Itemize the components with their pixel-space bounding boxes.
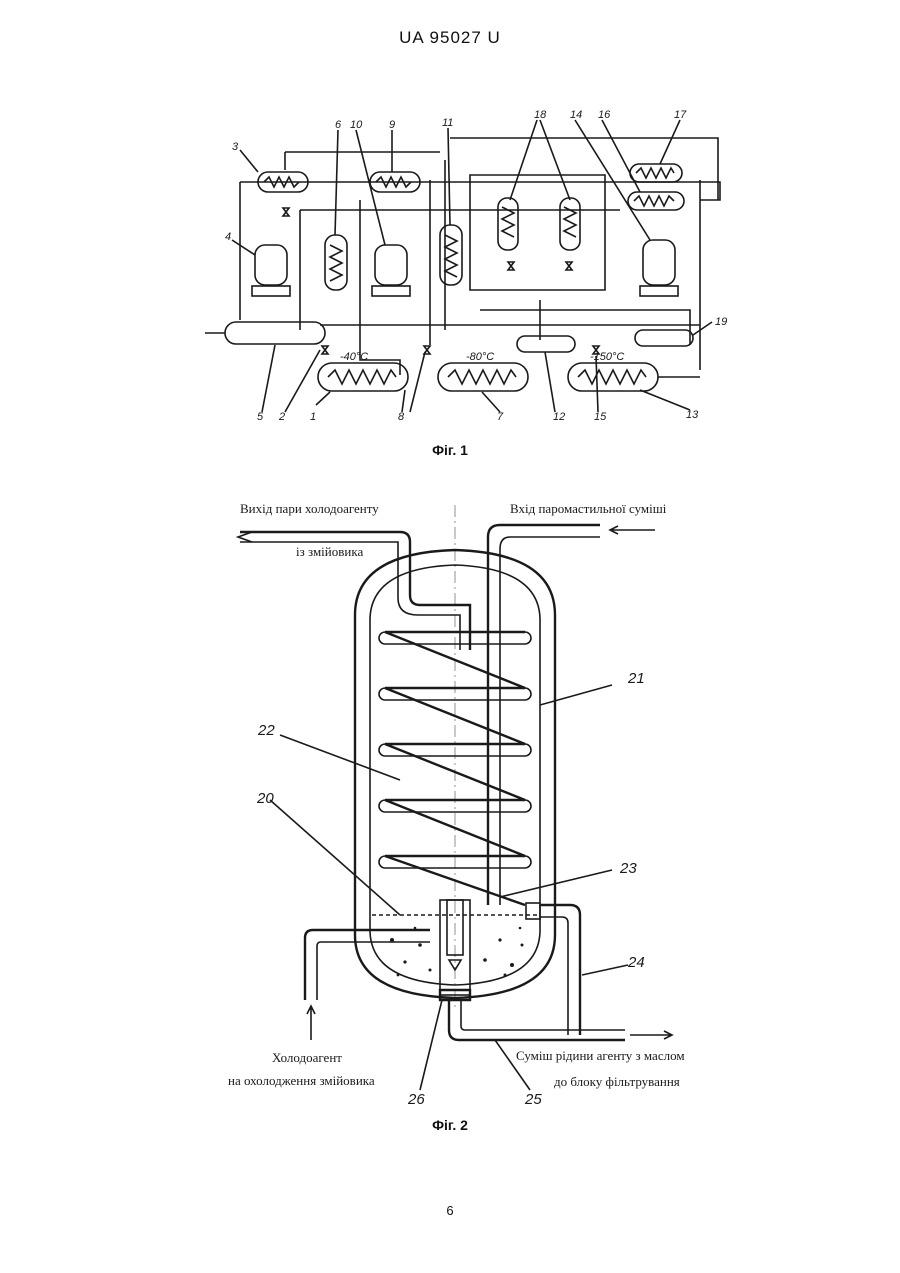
evaporator-1 xyxy=(318,363,408,391)
label-14: 14 xyxy=(570,109,582,121)
temp-150: -150°С xyxy=(590,351,624,363)
label-17: 17 xyxy=(674,109,687,121)
drain-pipe-25 xyxy=(449,1000,625,1040)
page-number: 6 xyxy=(0,1203,900,1218)
label-21: 21 xyxy=(627,670,645,687)
label-9: 9 xyxy=(389,119,395,131)
vessel-18-left xyxy=(498,198,518,250)
vapor-outlet-text-2: із змійовика xyxy=(296,544,363,559)
valve xyxy=(283,208,289,216)
mixture-out-text-2: до блоку фільтрування xyxy=(554,1074,680,1089)
receiver-12 xyxy=(517,336,575,352)
label-18: 18 xyxy=(534,109,547,121)
label-6: 6 xyxy=(335,119,342,131)
label-19: 19 xyxy=(715,316,727,328)
separator-6 xyxy=(325,235,347,290)
figure-2-caption: Фіг. 2 xyxy=(0,1117,900,1133)
label-5: 5 xyxy=(257,411,264,423)
label-10: 10 xyxy=(350,119,363,131)
bubbles xyxy=(390,927,524,977)
receiver-5 xyxy=(225,322,325,344)
temp-40: -40°С xyxy=(340,351,368,363)
label-3: 3 xyxy=(232,141,239,153)
label-16: 16 xyxy=(598,109,611,121)
label-2: 2 xyxy=(278,411,285,423)
evaporator-7 xyxy=(438,363,528,391)
temp-80: -80°С xyxy=(466,351,494,363)
figure-1-schematic: 3 4 5 2 1 6 10 9 8 11 7 12 18 14 16 17 1… xyxy=(205,109,727,423)
figure-2-vessel: 21 22 20 23 24 25 26 Вихід пари холодоаг… xyxy=(228,501,685,1108)
label-8: 8 xyxy=(398,411,405,423)
evaporator-13 xyxy=(568,363,658,391)
coolant-text-2: на охолодження змійовика xyxy=(228,1073,375,1088)
coolant-inlet-pipe xyxy=(305,930,430,1000)
label-25: 25 xyxy=(524,1091,542,1108)
compressor-10 xyxy=(372,245,410,296)
valve xyxy=(322,346,328,354)
vessel-18-right xyxy=(560,198,580,250)
label-26: 26 xyxy=(407,1091,425,1108)
vapor-outlet-text: Вихід пари холодоагенту xyxy=(240,501,379,516)
label-20: 20 xyxy=(256,790,274,807)
coolant-text: Холодоагент xyxy=(272,1050,342,1065)
label-23: 23 xyxy=(619,860,637,877)
label-24: 24 xyxy=(627,954,645,971)
valve xyxy=(508,262,514,270)
compressor-14 xyxy=(640,240,678,296)
separator-11 xyxy=(440,225,462,285)
label-13: 13 xyxy=(686,409,699,421)
label-4: 4 xyxy=(225,231,231,243)
receiver-19 xyxy=(635,330,693,346)
label-15: 15 xyxy=(594,411,607,423)
figure-1-caption: Фіг. 1 xyxy=(0,442,900,458)
mixture-inlet-text: Вхід паромастильної суміші xyxy=(510,501,667,516)
label-22: 22 xyxy=(257,722,275,739)
mixture-out-text: Суміш рідини агенту з маслом xyxy=(516,1048,685,1063)
side-pipe-24 xyxy=(540,905,580,1035)
label-1: 1 xyxy=(310,411,316,423)
valve xyxy=(566,262,572,270)
label-12: 12 xyxy=(553,411,565,423)
label-11: 11 xyxy=(442,117,453,129)
compressor-4 xyxy=(252,245,290,296)
label-7: 7 xyxy=(497,411,504,423)
